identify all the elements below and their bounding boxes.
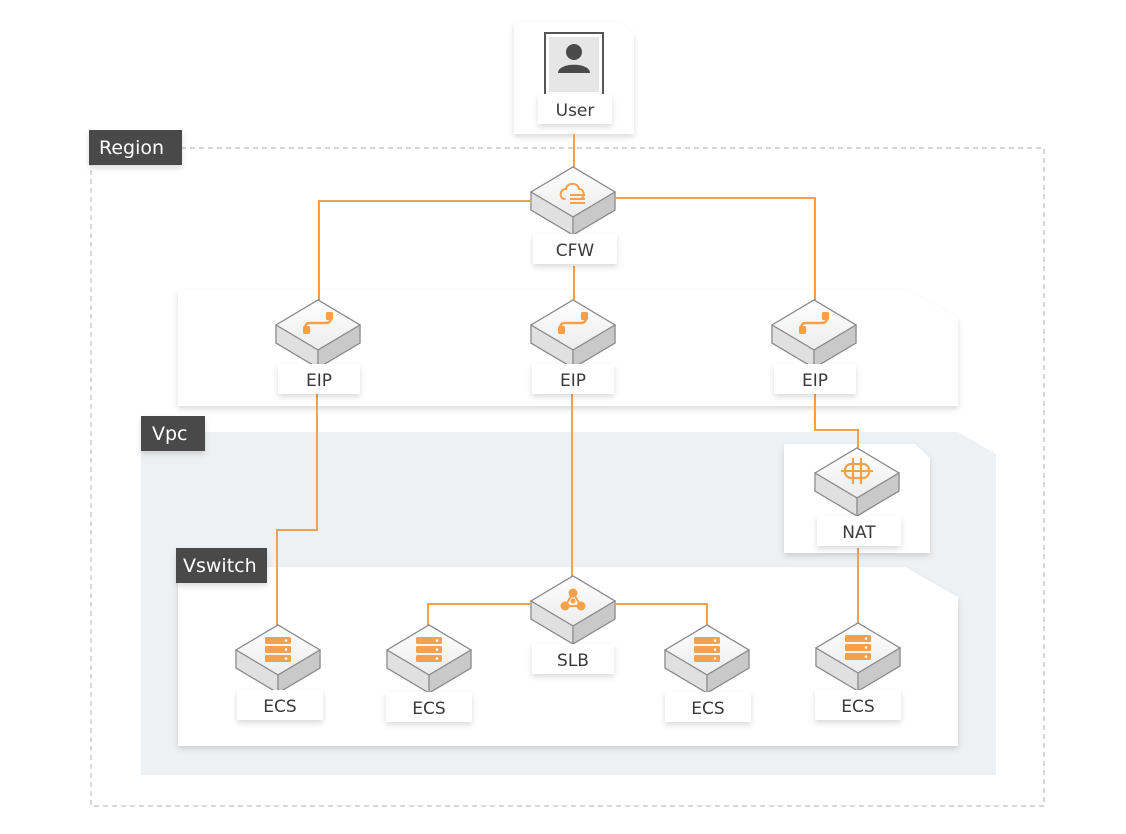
link-slb-ecs-right bbox=[616, 603, 708, 628]
ecs-3-label: ECS bbox=[691, 699, 724, 719]
server-icon bbox=[265, 637, 291, 662]
user-node[interactable]: User bbox=[538, 32, 612, 124]
link-cfw-eip-right bbox=[616, 197, 816, 300]
ecs-3-label-box: ECS bbox=[665, 692, 751, 722]
cfw-label: CFW bbox=[556, 241, 595, 261]
server-icon bbox=[416, 637, 442, 662]
load-balancer-icon bbox=[560, 588, 586, 611]
cloud-firewall-icon bbox=[559, 182, 585, 204]
vswitch-tag-label: Vswitch bbox=[183, 555, 257, 577]
ecs-4-label: ECS bbox=[841, 697, 874, 717]
nat-gateway-icon bbox=[841, 458, 873, 484]
cfw-label-box: CFW bbox=[533, 234, 617, 264]
eip-right-label: EIP bbox=[802, 371, 828, 391]
slb-label-box: SLB bbox=[532, 644, 614, 674]
vpc-tag: Vpc bbox=[141, 416, 205, 451]
eip-right-label-box: EIP bbox=[774, 364, 856, 394]
ecs-1-label-box: ECS bbox=[237, 690, 323, 720]
region-tag-label: Region bbox=[99, 137, 164, 159]
server-icon bbox=[845, 635, 871, 660]
link-eip-left-ecs bbox=[276, 392, 318, 628]
link-slb-ecs-left bbox=[427, 603, 530, 628]
nat-label: NAT bbox=[842, 523, 876, 543]
user-icon bbox=[544, 32, 604, 97]
link-eip-right-nat bbox=[814, 392, 859, 456]
user-label: User bbox=[556, 101, 595, 121]
eip-mid-label: EIP bbox=[560, 371, 586, 391]
nat-label-box: NAT bbox=[817, 516, 901, 546]
ecs-2-label: ECS bbox=[412, 699, 445, 719]
slb-label: SLB bbox=[557, 651, 589, 671]
region-boundary bbox=[90, 147, 1045, 807]
ecs-2-label-box: ECS bbox=[386, 692, 472, 722]
nat-node[interactable] bbox=[814, 447, 900, 517]
vswitch-tag: Vswitch bbox=[176, 548, 267, 583]
eip-mid-label-box: EIP bbox=[532, 364, 614, 394]
server-icon bbox=[694, 637, 720, 662]
slb-node[interactable] bbox=[530, 575, 616, 645]
link-cfw-eip-left bbox=[318, 200, 530, 300]
ecs-1-label: ECS bbox=[263, 697, 296, 717]
region-tag: Region bbox=[89, 130, 182, 165]
ecs-4-label-box: ECS bbox=[815, 690, 901, 720]
vpc-tag-label: Vpc bbox=[152, 423, 188, 445]
connections bbox=[276, 134, 859, 628]
eip-left-label-box: EIP bbox=[278, 364, 360, 394]
eip-left-label: EIP bbox=[306, 371, 332, 391]
cfw-node[interactable] bbox=[530, 166, 616, 236]
